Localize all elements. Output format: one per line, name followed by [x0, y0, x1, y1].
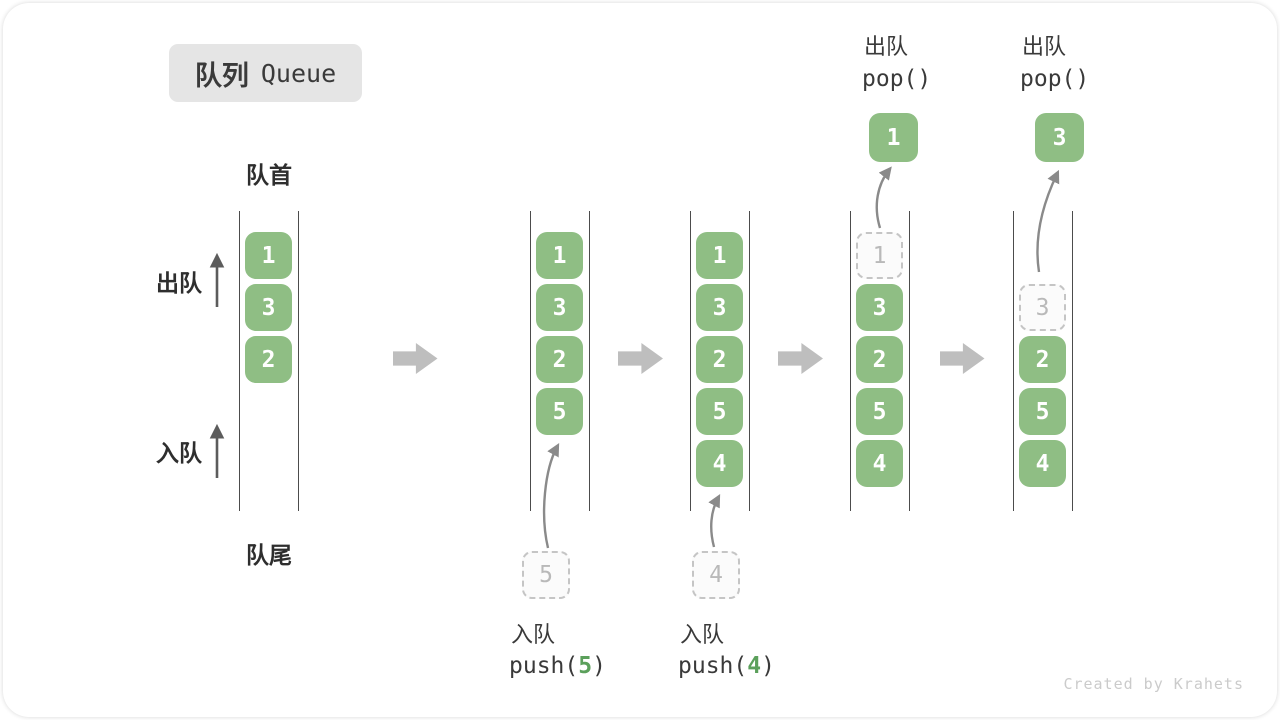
- pop-op-label-zh: 出队: [1022, 34, 1067, 59]
- queue-item-ghost: 1: [856, 232, 903, 279]
- queue-channel-2: [530, 211, 590, 511]
- queue-item: 4: [856, 440, 903, 487]
- queue-item: 2: [1019, 336, 1066, 383]
- pop-op-label-zh: 出队: [864, 34, 909, 59]
- incoming-item-ghost: 4: [692, 551, 740, 599]
- popped-item: 3: [1035, 113, 1084, 162]
- queue-item: 5: [1019, 388, 1066, 435]
- queue-item: 3: [856, 284, 903, 331]
- queue-rear-label: 队尾: [246, 542, 292, 568]
- push-op-code: push(5): [509, 653, 606, 679]
- incoming-item-ghost: 5: [522, 551, 570, 599]
- op-code-text: push(: [678, 653, 748, 679]
- push-op-code: push(4): [678, 653, 775, 679]
- queue-item: 2: [245, 336, 292, 383]
- queue-channel-4: [850, 211, 910, 511]
- op-code-text: pop(): [862, 66, 932, 92]
- title-zh: 队列: [194, 60, 249, 91]
- queue-item: 3: [696, 284, 743, 331]
- queue-item: 5: [856, 388, 903, 435]
- dequeue-direction-label: 出队: [156, 270, 202, 296]
- queue-item: 4: [696, 440, 743, 487]
- queue-item: 2: [856, 336, 903, 383]
- queue-item-ghost: 3: [1019, 284, 1066, 331]
- pop-op-code: pop(): [862, 66, 931, 92]
- queue-channel-3: [690, 211, 750, 511]
- queue-item: 5: [536, 388, 583, 435]
- queue-item: 2: [696, 336, 743, 383]
- queue-item: 2: [536, 336, 583, 383]
- queue-item: 1: [245, 232, 292, 279]
- queue-item: 5: [696, 388, 743, 435]
- queue-item: 3: [245, 284, 292, 331]
- pop-op-code: pop(): [1020, 66, 1089, 92]
- queue-item: 1: [536, 232, 583, 279]
- title-badge: 队列 Queue: [169, 44, 362, 102]
- credit-watermark: Created by Krahets: [1063, 675, 1244, 693]
- queue-item: 1: [696, 232, 743, 279]
- op-code-text: push(: [509, 653, 579, 679]
- push-op-label-zh: 入队: [511, 622, 556, 647]
- queue-front-label: 队首: [246, 162, 292, 188]
- queue-channel-5: [1013, 211, 1073, 511]
- queue-item: 3: [536, 284, 583, 331]
- op-code-text: pop(): [1020, 66, 1090, 92]
- op-arg-value: 4: [747, 653, 762, 679]
- popped-item: 1: [869, 113, 918, 162]
- push-op-label-zh: 入队: [680, 622, 725, 647]
- op-arg-value: 5: [578, 653, 593, 679]
- queue-channel-1: [239, 211, 299, 511]
- op-code-text: ): [761, 653, 775, 679]
- enqueue-direction-label: 入队: [156, 440, 202, 466]
- queue-item: 4: [1019, 440, 1066, 487]
- op-code-text: ): [592, 653, 606, 679]
- title-en: Queue: [260, 58, 337, 88]
